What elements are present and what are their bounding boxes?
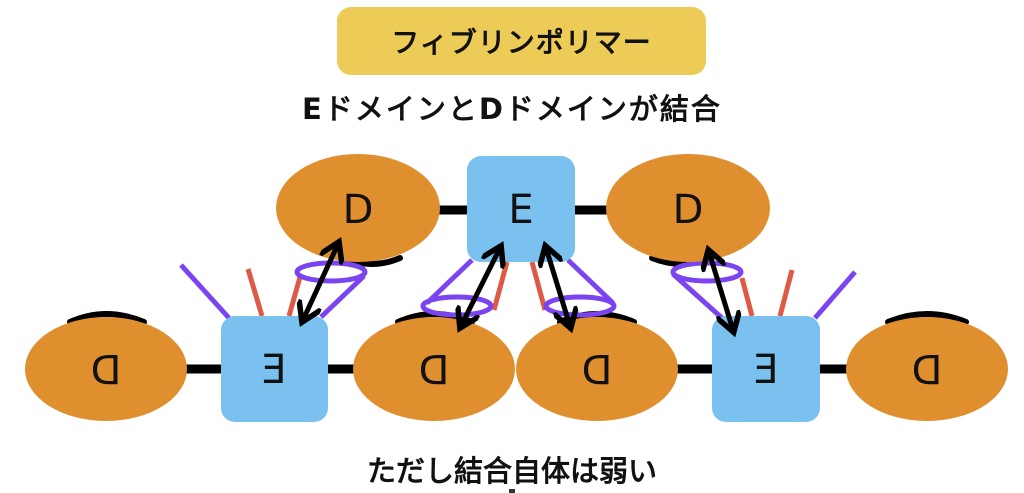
d-label-flipped: D xyxy=(582,345,613,391)
title-text: フィブリンポリマー xyxy=(391,26,652,59)
double-arrow-icon xyxy=(303,244,338,320)
arc-bottom-d-1 xyxy=(67,311,147,325)
top-e: E xyxy=(467,156,575,262)
double-arrow-icon xyxy=(546,248,570,326)
subtitle: EドメインとDドメインが結合 xyxy=(302,92,722,126)
e-label-flipped: E xyxy=(753,347,778,393)
bottom-d-4: D xyxy=(846,317,1008,421)
d-label: D xyxy=(343,187,374,233)
double-arrow-icon xyxy=(709,252,733,330)
title-badge: フィブリンポリマー xyxy=(337,7,706,75)
purple-chains xyxy=(179,258,857,320)
cone-rim-mid-right xyxy=(543,294,617,318)
bottom-e-left: E xyxy=(221,316,328,422)
cutoff-mark xyxy=(509,489,515,493)
e-label-flipped: E xyxy=(261,347,286,393)
arc-bottom-d-4 xyxy=(885,311,969,325)
cone-rim-left xyxy=(294,260,368,284)
bottom-e-right: E xyxy=(712,316,820,422)
d-label-flipped: D xyxy=(912,345,943,391)
bottom-d-1: D xyxy=(25,317,187,421)
d-label-flipped: D xyxy=(91,345,122,391)
cone-rim-mid-left xyxy=(420,294,494,318)
binding-arrows xyxy=(303,244,733,330)
top-d-right: D xyxy=(606,154,770,262)
footer-note: ただし結合自体は弱い xyxy=(366,454,657,488)
d-label: D xyxy=(673,187,704,233)
e-label: E xyxy=(508,187,533,233)
bottom-d-3: D xyxy=(516,317,678,421)
cone-rim-right xyxy=(670,260,744,284)
d-label-flipped: D xyxy=(419,345,450,391)
top-d-left: D xyxy=(276,154,440,262)
double-arrow-icon xyxy=(461,248,500,326)
bottom-d-2: D xyxy=(353,317,515,421)
